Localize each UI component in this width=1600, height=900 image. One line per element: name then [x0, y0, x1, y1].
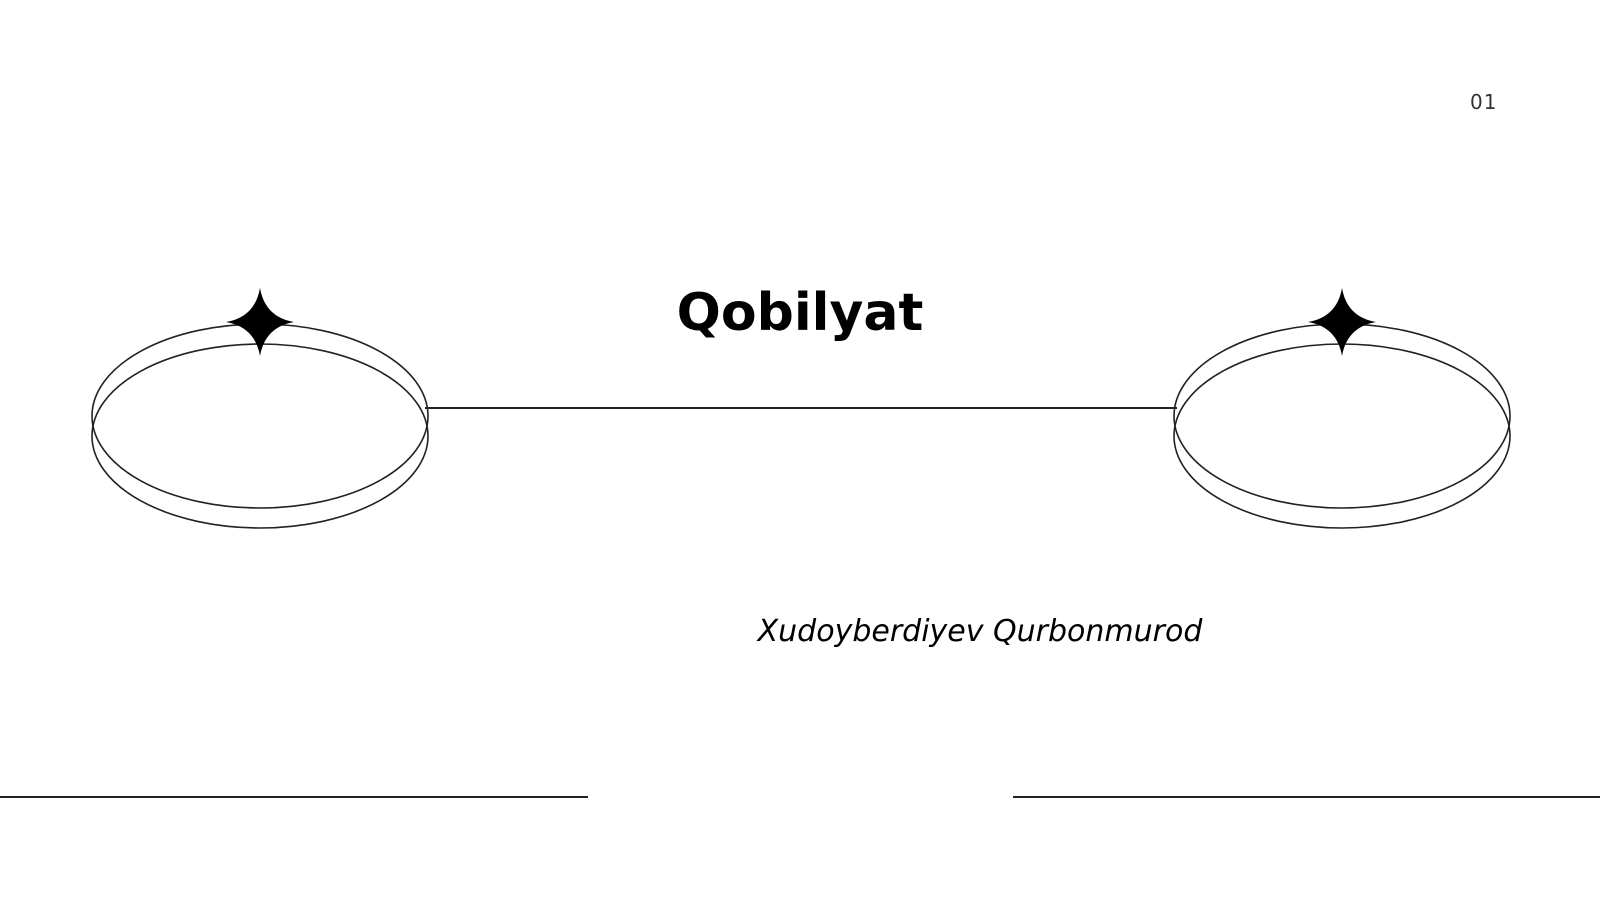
author-name: Xudoyberdiyev Qurbonmurod — [757, 614, 1203, 649]
page-number: 01 — [1470, 90, 1498, 114]
left-star-icon — [226, 288, 294, 356]
right-star-icon — [1308, 288, 1376, 356]
slide-title: Qobilyat — [676, 283, 924, 343]
